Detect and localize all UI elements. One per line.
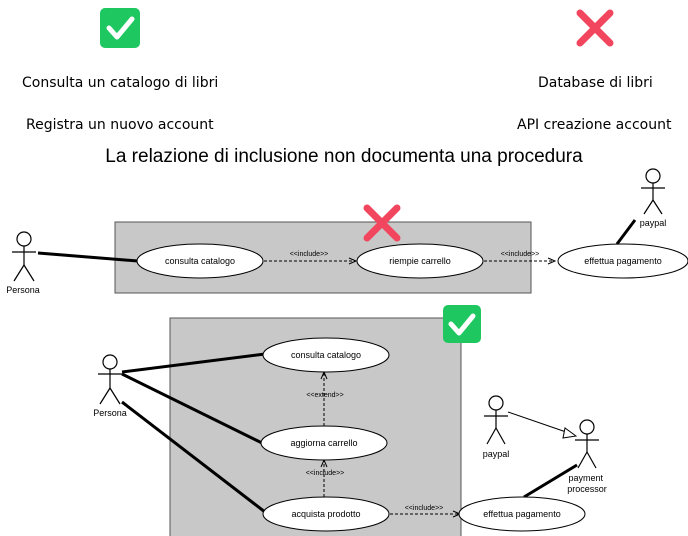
right-diagram: Persona paypal payment processor consult…: [93, 305, 607, 536]
headline: La relazione di inclusione non documenta…: [105, 146, 583, 167]
processor-label-line: processor: [567, 484, 607, 494]
check-icon: [443, 305, 481, 343]
actor-payment-processor: [575, 419, 599, 469]
use-case-label: effettua pagamento: [483, 509, 560, 519]
good-item: Consulta un catalogo di libri: [22, 75, 219, 91]
actor-label: Persona: [93, 408, 127, 418]
good-item: Registra un nuovo account: [26, 117, 214, 133]
relation-label: <<include>>: [290, 251, 329, 258]
check-icon: [100, 8, 140, 48]
relation-label: <<extend>>: [306, 392, 343, 399]
cross-icon: [576, 9, 614, 47]
actor-persona: [98, 354, 122, 405]
actor-label: paypal: [640, 218, 667, 228]
relation-label: <<include>>: [501, 251, 540, 258]
use-case-label: aggiorna carrello: [290, 438, 357, 448]
bad-item: Database di libri: [538, 75, 653, 91]
use-case-label: acquista prodotto: [291, 509, 360, 519]
actor-paypal: [484, 395, 508, 445]
wrong-diagram: Persona paypal consulta catalogo riempie…: [6, 168, 688, 295]
use-case-label: effettua pagamento: [584, 256, 661, 266]
use-case-label: consulta catalogo: [165, 256, 235, 266]
actor-label: Persona: [6, 285, 40, 295]
cross-icon: [363, 204, 401, 242]
use-case-label: riempie carrello: [389, 256, 451, 266]
bad-item: API creazione account: [517, 117, 672, 133]
relation-label: <<include>>: [306, 470, 345, 477]
actor-label: payment processor: [567, 473, 607, 494]
actor-paypal: [641, 168, 665, 215]
actor-persona: [12, 231, 36, 282]
use-case-label: consulta catalogo: [291, 350, 361, 360]
processor-label-line: payment: [568, 473, 603, 483]
actor-label: paypal: [483, 449, 510, 459]
relation-label: <<include>>: [405, 505, 444, 512]
